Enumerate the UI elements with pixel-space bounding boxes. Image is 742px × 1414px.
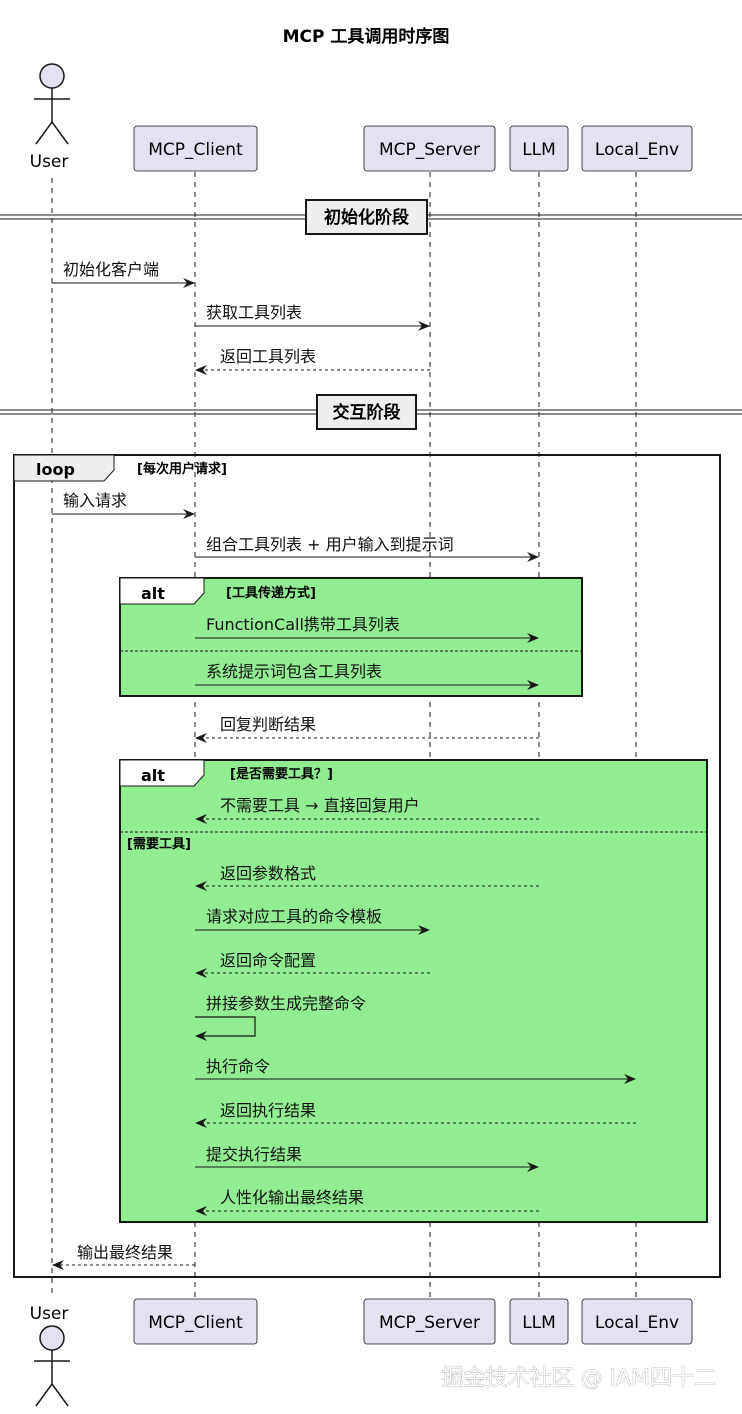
msg-init-client-label: 初始化客户端 [63, 260, 159, 279]
participant-server-bottom[interactable]: MCP_Server [363, 1298, 496, 1345]
alt1-condition: [工具传递方式] [226, 585, 316, 601]
alt-frame-transport: alt [工具传递方式] [119, 577, 583, 697]
user-figure-bottom-icon [34, 1325, 70, 1407]
msg-system-prompt: 系统提示词包含工具列表 [195, 662, 539, 690]
participant-llm-top[interactable]: LLM [509, 125, 569, 172]
msg-input-request-label: 输入请求 [63, 491, 127, 510]
msg-return-exec-result: 返回执行结果 [195, 1101, 636, 1128]
msg-combine-prompt: 组合工具列表 + 用户输入到提示词 [195, 535, 539, 562]
msg-return-tools-label: 返回工具列表 [220, 347, 316, 366]
msg-system-prompt-label: 系统提示词包含工具列表 [206, 662, 382, 681]
participant-server-top[interactable]: MCP_Server [363, 125, 496, 172]
msg-execute-command: 执行命令 [195, 1057, 636, 1084]
msg-get-tools: 获取工具列表 [195, 303, 430, 331]
user-figure-icon [34, 63, 70, 145]
watermark-text: 掘金技术社区 @ IAM四十二 [441, 1366, 716, 1391]
msg-build-command: 拼接参数生成完整命令 [195, 994, 366, 1041]
msg-final-output-label: 输出最终结果 [77, 1243, 173, 1262]
msg-reply-judgement-label: 回复判断结果 [220, 715, 316, 734]
alt-frame-need-tool: alt [是否需要工具？] [需要工具] [119, 759, 708, 1223]
alt2-keyword: alt [141, 766, 165, 785]
msg-get-tools-label: 获取工具列表 [206, 303, 302, 322]
msg-humanized-output-label: 人性化输出最终结果 [220, 1188, 364, 1207]
msg-submit-result: 提交执行结果 [195, 1145, 539, 1172]
msg-functioncall-label: FunctionCall携带工具列表 [206, 615, 400, 634]
divider-init-label: 初始化阶段 [324, 207, 409, 228]
participant-client-bottom-label: MCP_Client [148, 1313, 243, 1333]
actor-user-label: User [30, 152, 69, 172]
loop-condition: [每次用户请求] [137, 461, 227, 477]
participant-client-top[interactable]: MCP_Client [133, 125, 258, 172]
msg-submit-result-label: 提交执行结果 [206, 1145, 302, 1164]
msg-functioncall: FunctionCall携带工具列表 [195, 615, 539, 643]
actor-user-bottom[interactable]: User [30, 1304, 70, 1407]
diagram-title: MCP 工具调用时序图 [283, 26, 450, 47]
alt2-condition: [是否需要工具？] [230, 767, 333, 782]
divider-interact-label: 交互阶段 [333, 402, 401, 423]
msg-return-config: 返回命令配置 [195, 951, 430, 978]
participant-llm-bottom[interactable]: LLM [509, 1298, 569, 1345]
participant-env-bottom-label: Local_Env [595, 1313, 679, 1333]
msg-request-template-label: 请求对应工具的命令模板 [206, 907, 382, 926]
participant-client-bottom[interactable]: MCP_Client [133, 1298, 258, 1345]
msg-execute-command-label: 执行命令 [206, 1057, 270, 1076]
participant-llm-bottom-label: LLM [522, 1313, 556, 1333]
msg-request-template: 请求对应工具的命令模板 [195, 907, 430, 935]
msg-input-request: 输入请求 [52, 491, 195, 519]
participants-bottom: User MCP_Client MCP_Server LLM Local_Env [30, 1298, 693, 1407]
participant-llm-label: LLM [522, 140, 556, 160]
alt1-keyword: alt [141, 584, 165, 603]
participant-server-label: MCP_Server [379, 140, 480, 160]
msg-humanized-output: 人性化输出最终结果 [195, 1188, 539, 1216]
msg-init-client: 初始化客户端 [52, 260, 195, 288]
loop-frame: loop [每次用户请求] [13, 454, 721, 1278]
actor-user-top[interactable]: User [30, 63, 70, 172]
msg-return-tools: 返回工具列表 [195, 347, 430, 375]
msg-return-param-format-label: 返回参数格式 [220, 864, 316, 883]
participant-env-top[interactable]: Local_Env [581, 125, 693, 172]
msg-build-command-label: 拼接参数生成完整命令 [206, 994, 366, 1013]
divider-init: 初始化阶段 [0, 199, 742, 235]
loop-keyword: loop [36, 460, 75, 479]
actor-user-bottom-label: User [30, 1304, 69, 1324]
participant-client-label: MCP_Client [148, 140, 243, 160]
participants-top: User MCP_Client MCP_Server LLM Local_Env [30, 63, 693, 172]
participant-env-label: Local_Env [595, 140, 679, 160]
msg-reply-judgement: 回复判断结果 [195, 715, 539, 743]
msg-no-tool-reply: 不需要工具 → 直接回复用户 [195, 796, 539, 824]
msg-no-tool-reply-label: 不需要工具 → 直接回复用户 [220, 796, 420, 815]
participant-env-bottom[interactable]: Local_Env [581, 1298, 693, 1345]
participant-server-bottom-label: MCP_Server [379, 1313, 480, 1333]
msg-return-config-label: 返回命令配置 [220, 951, 316, 970]
msg-final-output: 输出最终结果 [52, 1243, 195, 1270]
msg-combine-prompt-label: 组合工具列表 + 用户输入到提示词 [206, 535, 454, 554]
msg-return-exec-result-label: 返回执行结果 [220, 1101, 316, 1120]
divider-interact: 交互阶段 [0, 394, 742, 430]
msg-return-param-format: 返回参数格式 [195, 864, 539, 891]
alt2-else-condition: [需要工具] [127, 837, 191, 852]
